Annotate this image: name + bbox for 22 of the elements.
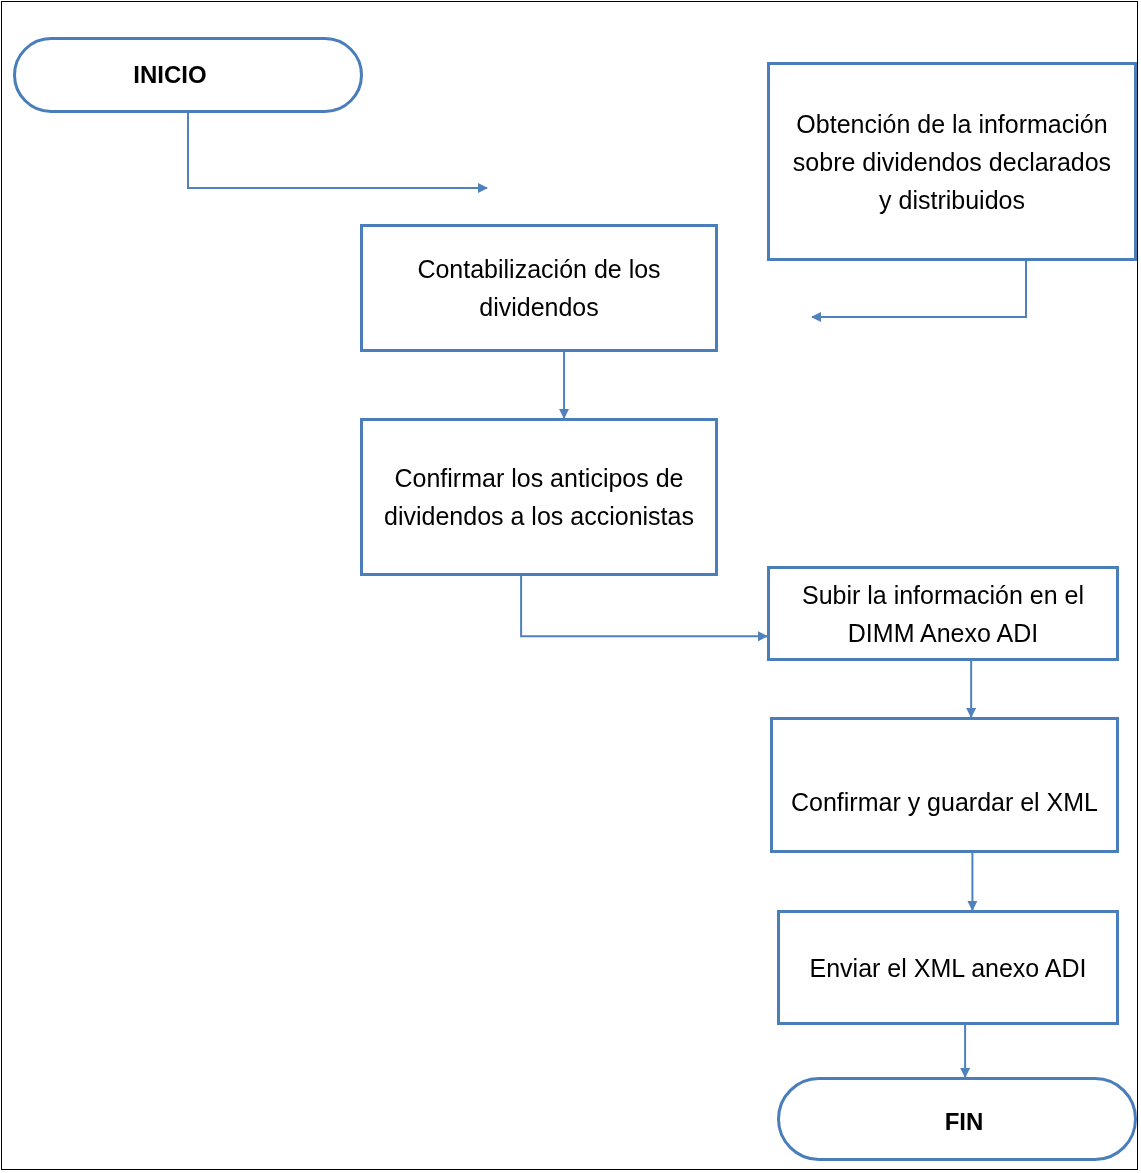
arrow — [520, 575, 768, 642]
step-text: Subir la información en el DIMM Anexo ADI — [800, 579, 1086, 649]
step-text: INICIO — [133, 60, 207, 90]
arrow — [811, 260, 1027, 322]
arrow — [966, 660, 977, 718]
arrow — [967, 852, 978, 911]
step-text: FIN — [944, 1107, 984, 1137]
arrow — [960, 1024, 971, 1078]
arrow — [187, 112, 488, 193]
process-box — [767, 62, 1137, 261]
step-text: Confirmar y guardar el XML — [790, 787, 1099, 818]
process-box — [767, 566, 1119, 661]
terminal-shape — [777, 1077, 1137, 1161]
process-box — [360, 224, 718, 352]
step-text: Confirmar los anticipos de dividendos a los accionistas — [383, 463, 695, 532]
process-box — [360, 418, 718, 576]
step-text: Obtención de la información sobre dividendos declarados y distribuidos — [791, 108, 1113, 216]
process-box — [770, 717, 1119, 853]
step-text: Contabilización de los dividendos — [416, 254, 662, 323]
step-text: Enviar el XML anexo ADI — [809, 952, 1087, 984]
arrow — [559, 351, 570, 419]
process-box — [777, 910, 1119, 1025]
